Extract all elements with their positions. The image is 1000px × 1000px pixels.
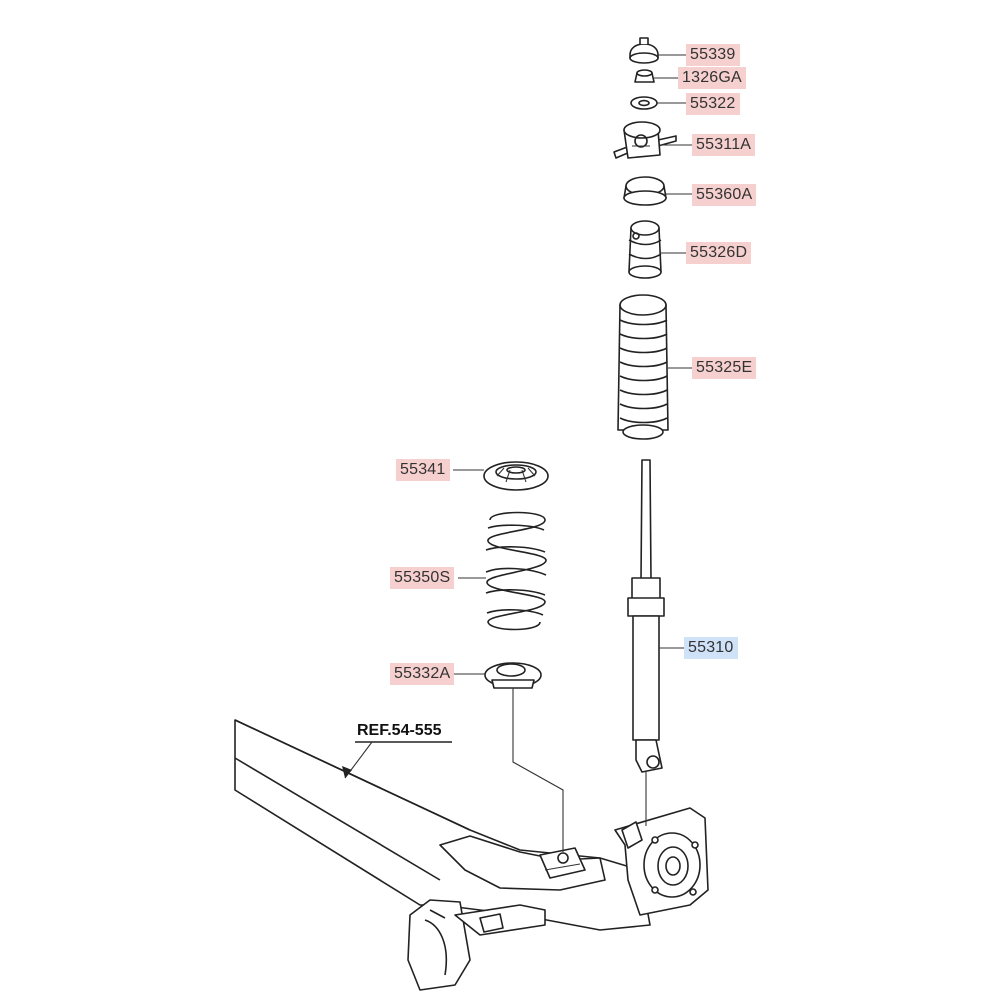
part-label-55322[interactable]: 55322: [686, 93, 740, 115]
rear-axle-beam: [234, 719, 651, 991]
part-label-55325E[interactable]: 55325E: [692, 357, 757, 379]
part-55339-cap: [629, 37, 659, 64]
part-55326D-bump-stopper: [628, 220, 662, 279]
part-55360A-insulator: [623, 176, 667, 206]
part-55341-spring-pad: [483, 461, 549, 491]
part-1326GA-nut: [634, 69, 655, 83]
leader-lines: [342, 54, 696, 852]
part-label-55360A[interactable]: 55360A: [692, 184, 757, 206]
part-label-55326D[interactable]: 55326D: [686, 242, 752, 264]
part-label-55332A[interactable]: 55332A: [390, 663, 455, 685]
hub-carrier: [614, 807, 709, 916]
part-55311A-strut-mount: [613, 121, 677, 159]
part-label-55339[interactable]: 55339: [686, 44, 740, 66]
part-label-55311A[interactable]: 55311A: [692, 134, 756, 156]
reference-label: REF.54-555: [357, 722, 442, 739]
part-55350S-coil-spring: [485, 511, 547, 631]
part-label-1326GA[interactable]: 1326GA: [678, 67, 746, 89]
part-55322-washer: [630, 96, 658, 110]
part-55325E-dust-cover: [617, 294, 669, 440]
part-label-55310[interactable]: 55310: [684, 637, 738, 659]
part-55310-shock-absorber: [627, 459, 665, 773]
part-label-55341[interactable]: 55341: [396, 459, 450, 481]
part-label-55350S[interactable]: 55350S: [390, 567, 455, 589]
part-55332A-lower-pad: [484, 662, 542, 689]
